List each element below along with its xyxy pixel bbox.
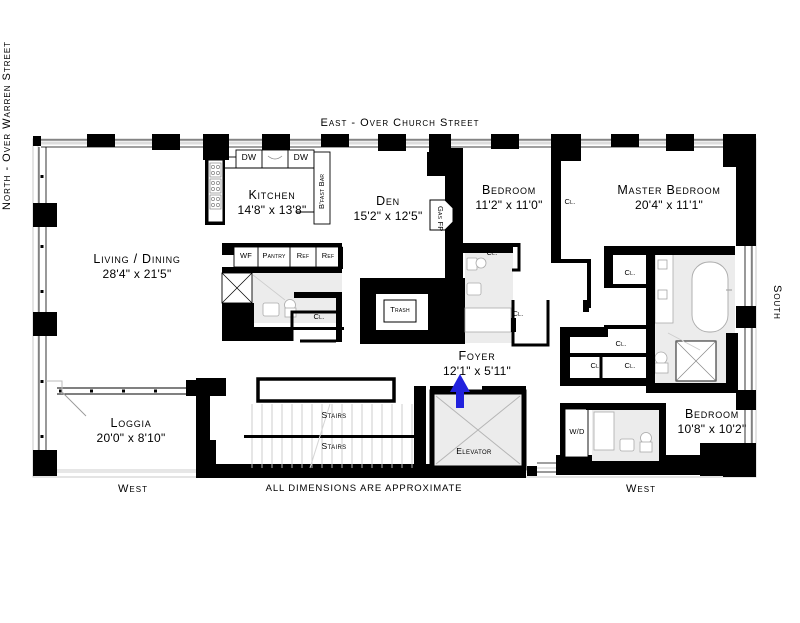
fixture-label-dishwasher-right: DW — [293, 152, 309, 162]
north-window-band — [41, 139, 756, 148]
approximate-dimensions-note: ALL DIMENSIONS ARE APPROXIMATE — [265, 483, 463, 494]
bedroom3-area — [560, 403, 666, 463]
kitchen-bath — [221, 267, 342, 342]
closet-label-kitchen-b: Cl. — [276, 330, 288, 339]
entry-direction-arrow — [450, 374, 470, 408]
closet-label-master-c: Cl. — [590, 361, 602, 370]
room-dim-living-dining: 28'4" x 21'5" — [102, 267, 172, 281]
room-label-bedroom-2: Bedroom — [481, 183, 537, 197]
street-label-west-left: West — [118, 483, 148, 495]
appliance-wall — [222, 243, 343, 269]
street-label-north: North - Over Warren Street — [1, 40, 14, 210]
fixture-label-stairs-upper: Stairs — [321, 410, 347, 420]
room-dim-bedroom-2: 11'2" x 11'0" — [475, 198, 543, 212]
street-label-south: South — [770, 285, 783, 320]
closet-label-bedroom2-b: Cl. — [512, 309, 524, 318]
room-dim-den: 15'2" x 12'5" — [353, 209, 423, 223]
closet-label-master-d: Cl. — [624, 361, 636, 370]
master-bath — [612, 246, 738, 393]
breakfast-bar — [313, 151, 331, 225]
room-dim-foyer: 12'1" x 5'11" — [442, 364, 512, 378]
room-dim-kitchen: 14'8" x 13'8" — [237, 203, 307, 217]
room-label-loggia: Loggia — [110, 416, 152, 430]
room-label-foyer: Foyer — [458, 349, 496, 363]
elevator-shaft — [429, 386, 527, 471]
closet-label-kitchen-a: Cl. — [313, 312, 325, 321]
room-label-master-bedroom: Master Bedroom — [617, 183, 721, 197]
fixture-label-dishwasher-left: DW — [241, 152, 257, 162]
room-label-bedroom-3: Bedroom — [684, 407, 740, 421]
street-label-west-right: West — [626, 483, 656, 495]
south-window-band — [744, 246, 753, 445]
room-dim-loggia: 20'0" x 8'10" — [96, 431, 166, 445]
closet-label-master-b: Cl. — [615, 339, 627, 348]
range-burners — [209, 162, 222, 210]
room-label-den: Den — [376, 194, 400, 208]
fixture-label-breakfast-bar: B'fast Bar — [317, 173, 326, 209]
closet-group-bedroom2 — [465, 243, 550, 347]
north-wall-piers — [33, 134, 756, 167]
room-dim-master-bedroom: 20'4" x 11'1" — [634, 198, 704, 212]
loggia-area — [46, 380, 212, 417]
fixture-label-wine-fridge: WF — [239, 251, 253, 260]
fixture-label-elevator: Elevator — [456, 446, 492, 456]
closet-group-kitchen — [290, 310, 344, 343]
street-label-east: East - Over Church Street — [320, 117, 480, 129]
fixture-label-refrigerator-1: Ref — [296, 251, 310, 260]
fixture-label-pantry: Pantry — [262, 251, 286, 260]
south-wall — [723, 167, 756, 477]
west-window-band — [38, 147, 47, 470]
fixture-label-stairs-lower: Stairs — [321, 441, 347, 451]
fixture-label-gas-fireplace: Gas FP — [436, 206, 446, 232]
south-bottom-band — [57, 462, 556, 473]
closet-label-hall: Cl. — [564, 197, 576, 206]
bedroom2-master-divider — [551, 161, 591, 312]
fixture-label-refrigerator-2: Ref — [321, 251, 335, 260]
closet-label-master-a: Cl. — [624, 268, 636, 277]
closet-label-bedroom2-a: Cl. — [486, 248, 498, 257]
closet-group-master — [560, 246, 648, 386]
fixture-label-washer-dryer: W/D — [569, 427, 585, 436]
trash-closet — [383, 299, 417, 323]
bedroom2-bath — [458, 243, 513, 343]
fixture-label-trash: Trash — [390, 305, 410, 314]
den-walls — [360, 148, 465, 344]
room-label-living-dining: Living / Dining — [93, 252, 181, 266]
room-label-kitchen: Kitchen — [248, 188, 296, 202]
west-wall — [33, 203, 57, 476]
stairs-area — [196, 377, 426, 474]
room-dim-bedroom-3: 10'8" x 10'2" — [677, 422, 747, 436]
